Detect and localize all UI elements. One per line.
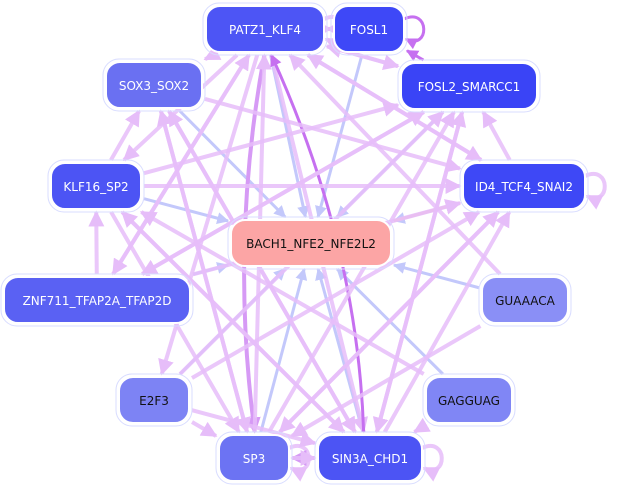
node-box [3,276,191,324]
edges-layer [88,14,607,482]
node-gagguag[interactable]: GAGGUAG [422,373,516,427]
node-e2f3[interactable]: E2F3 [115,373,193,427]
node-box [317,434,423,482]
node-label: FOSL1 [350,23,388,37]
edge-id4_tcf4_snai2-to-fosl2_smarcc1 [481,110,512,161]
edge-fosl1-to-fosl1 [403,15,426,50]
edge-sox3_sox2-to-bach1_nfe2_nfe2l2 [178,109,287,219]
edge-sp3-to-bach1_nfe2_nfe2l2 [259,267,308,433]
node-box [481,276,569,324]
node-box [205,5,325,53]
node-fosl2-smarcc1[interactable]: FOSL2_SMARCC1 [397,59,541,113]
node-sin3a-chd1[interactable]: SIN3A_CHD1 [314,431,426,485]
edge-fosl2_smarcc1-to-fosl1 [405,49,425,62]
node-guaaaca[interactable]: GUAAACA [478,273,572,327]
edge-patz1_klf4-to-sox3_sox2 [203,45,222,62]
node-sox3-sox2[interactable]: SOX3_SOX2 [102,58,206,112]
node-outline [115,373,193,427]
edge-sp3-to-fosl2_smarcc1 [267,110,456,434]
node-label: SP3 [243,452,266,466]
edge-fosl2_smarcc1-to-znf711_tfap2a_tfap2d [140,110,425,276]
node-patz1-klf4[interactable]: PATZ1_KLF4 [202,2,328,56]
edge-id4_tcf4_snai2-to-id4_tcf4_snai2 [584,171,607,210]
node-box [118,376,190,424]
node-box [425,376,513,424]
node-label: SOX3_SOX2 [119,79,189,93]
edge-klf16_sp2-to-sox3_sox2 [109,109,141,161]
node-box [230,219,392,267]
edge-sin3a_chd1-to-sox3_sox2 [167,109,357,434]
edge-sin3a_chd1-to-id4_tcf4_snai2 [382,210,512,433]
node-outline [330,2,408,56]
node-label: SIN3A_CHD1 [332,452,408,466]
node-box [400,62,538,110]
edge-e2f3-to-id4_tcf4_snai2 [190,210,481,380]
node-box [333,5,405,53]
edge-gagguag-to-klf16_sp2 [139,210,425,376]
edge-sp3-to-sox3_sox2 [156,109,249,433]
node-sp3[interactable]: SP3 [215,431,293,485]
node-outline [47,159,145,213]
node-label: GAGGUAG [438,394,500,408]
node-label: E2F3 [139,394,169,408]
node-label: BACH1_NFE2_NFE2L2 [246,237,376,251]
node-outline [397,59,541,113]
edge-e2f3-to-sp3 [190,420,218,438]
node-outline [459,159,589,213]
edge-znf711_tfap2a_tfap2d-to-klf16_sp2 [88,210,105,275]
node-outline [314,431,426,485]
edge-e2f3-to-sin3a_chd1 [191,408,317,448]
node-outline [215,431,293,485]
edge-sox3_sox2-to-id4_tcf4_snai2 [204,96,462,173]
node-box [105,61,203,109]
node-outline [202,2,328,56]
node-label: KLF16_SP2 [63,180,128,194]
node-box [462,162,586,210]
edge-znf711_tfap2a_tfap2d-to-patz1_klf4 [111,53,251,276]
edge-guaaaca-to-sp3 [290,324,482,438]
node-id4-tcf4-snai2[interactable]: ID4_TCF4_SNAI2 [459,159,589,213]
node-outline [422,373,516,427]
node-outline [478,273,572,327]
edge-guaaaca-to-patz1_klf4 [288,53,502,276]
edge-sin3a_chd1-to-sin3a_chd1 [421,443,444,482]
node-label: ZNF711_TFAP2A_TFAP2D [23,294,172,308]
node-box [50,162,142,210]
node-box [218,434,290,482]
node-outline [227,216,395,270]
node-label: FOSL2_SMARCC1 [418,80,521,94]
node-label: ID4_TCF4_SNAI2 [475,180,573,194]
edge-klf16_sp2-to-fosl2_smarcc1 [143,101,400,176]
node-outline [102,58,206,112]
node-outline [0,273,194,327]
edge-gagguag-to-sin3a_chd1 [412,417,431,434]
edge-id4_tcf4_snai2-to-sp3 [278,210,500,434]
node-bach1-nfe2-nfe2l2[interactable]: BACH1_NFE2_NFE2L2 [227,216,395,270]
node-label: PATZ1_KLF4 [229,23,301,37]
node-fosl1[interactable]: FOSL1 [330,2,408,56]
node-label: GUAAACA [495,294,556,308]
node-klf16-sp2[interactable]: KLF16_SP2 [47,159,145,213]
node-znf711-tfap2a-tfap2d[interactable]: ZNF711_TFAP2A_TFAP2D [0,273,194,327]
